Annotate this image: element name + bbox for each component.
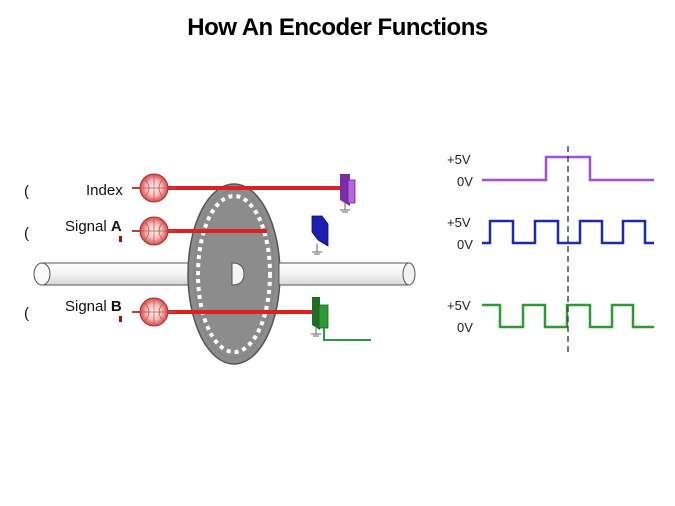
- svg-text:(: (: [24, 225, 29, 242]
- ground-icon: [311, 326, 321, 337]
- signal-a-high-label: +5V: [447, 215, 471, 230]
- light-emitter-icon: [132, 216, 176, 246]
- signal-a-low-label: 0V: [457, 237, 473, 252]
- photo-detector-icon: [311, 215, 329, 255]
- signal-b-label-letter: B: [111, 298, 122, 315]
- index-high-label: +5V: [447, 152, 471, 167]
- signal-a-label-letter: A: [111, 218, 122, 235]
- signal-b-high-label: +5V: [447, 298, 471, 313]
- index-label: Index: [86, 182, 123, 199]
- svg-text:(: (: [24, 305, 29, 322]
- signal-b-label-prefix: Signal: [65, 298, 111, 315]
- shaft-right: [231, 262, 416, 286]
- left-edge-fragments: ( ( (: [24, 183, 122, 322]
- light-beams: [166, 186, 348, 314]
- page-title: How An Encoder Functions: [187, 14, 488, 41]
- light-emitter-icon: [132, 173, 176, 203]
- light-emitter-icon: [132, 297, 176, 327]
- signal-a-label-prefix: Signal: [65, 218, 111, 235]
- photo-detector-icon: [311, 297, 371, 341]
- photo-detector-icon: [340, 174, 356, 213]
- signal-b-label: Signal B: [65, 298, 122, 315]
- ground-icon: [312, 244, 322, 255]
- ground-icon: [340, 203, 350, 213]
- signal-b-waveform: [482, 303, 654, 329]
- signal-a-label: Signal A: [65, 218, 122, 235]
- svg-text:(: (: [24, 183, 29, 200]
- index-low-label: 0V: [457, 174, 473, 189]
- signal-a-waveform: [482, 219, 654, 245]
- signal-b-low-label: 0V: [457, 320, 473, 335]
